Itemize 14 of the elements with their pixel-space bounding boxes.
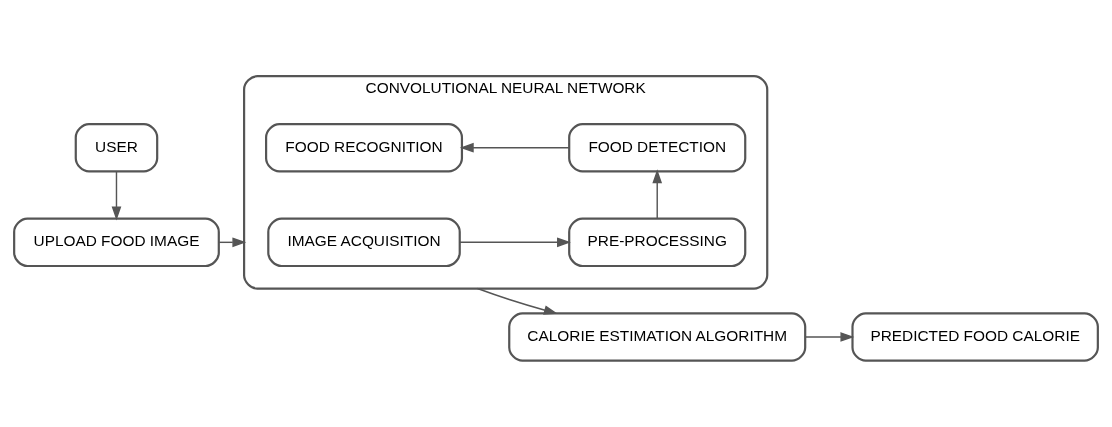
arrow: [652, 168, 663, 219]
node-box: IMAGE ACQUISITION: [267, 217, 461, 267]
node-box: UPLOAD FOOD IMAGE: [13, 217, 220, 267]
arrow: [476, 287, 558, 315]
node-box: PREDICTED FOOD CALORIE: [851, 311, 1099, 362]
arrow: [459, 236, 571, 247]
node-box: FOOD RECOGNITION: [265, 122, 464, 172]
node-box: PRE-PROCESSING: [568, 217, 747, 267]
node-box: FOOD DETECTION: [568, 122, 747, 172]
arrow: [459, 142, 570, 153]
node-box: CALORIE ESTIMATION ALGORITHM: [508, 311, 807, 362]
arrow: [111, 170, 122, 220]
node-box: USER: [74, 122, 159, 172]
arrow: [804, 331, 855, 342]
